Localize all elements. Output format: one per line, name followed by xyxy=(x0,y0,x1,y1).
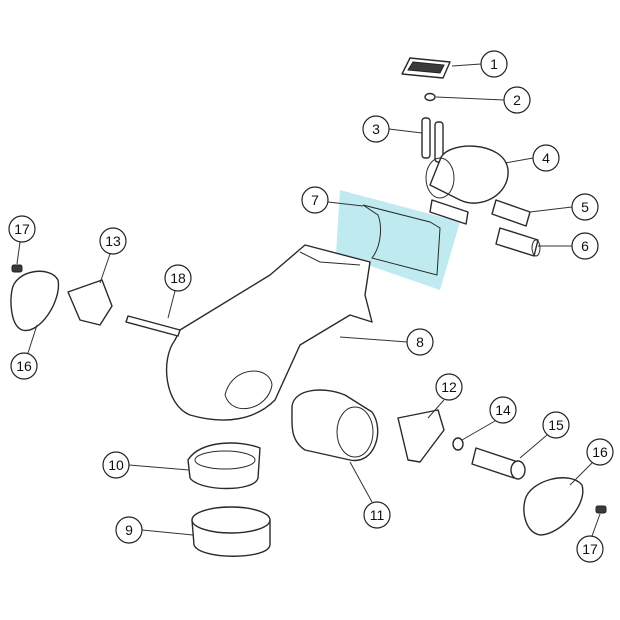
callout-4: 4 xyxy=(532,144,560,172)
callout-6: 6 xyxy=(571,232,599,260)
svg-text:6: 6 xyxy=(581,238,589,254)
part-15-axle[interactable] xyxy=(471,447,526,480)
callout-10: 10 xyxy=(102,451,130,479)
svg-text:16: 16 xyxy=(592,444,608,460)
callout-16-left: 16 xyxy=(10,352,38,380)
part-2-nut[interactable] xyxy=(424,92,436,102)
svg-text:16: 16 xyxy=(16,358,32,374)
svg-text:18: 18 xyxy=(170,270,186,286)
svg-text:15: 15 xyxy=(548,417,564,433)
part-4-clamp[interactable] xyxy=(425,145,509,204)
svg-text:4: 4 xyxy=(542,150,550,166)
callout-12: 12 xyxy=(435,373,463,401)
part-9-spacer-ring[interactable] xyxy=(191,506,271,557)
part-14-o-ring[interactable] xyxy=(452,437,464,451)
svg-text:17: 17 xyxy=(14,221,30,237)
callout-1: 1 xyxy=(480,50,508,78)
part-17-screw-right[interactable] xyxy=(595,505,607,514)
callout-3: 3 xyxy=(362,115,390,143)
callout-11: 11 xyxy=(363,501,391,529)
part-7-shim[interactable] xyxy=(362,204,441,276)
part-7-highlight[interactable] xyxy=(336,190,460,290)
svg-text:5: 5 xyxy=(581,199,589,215)
part-11-steerer-clamp[interactable] xyxy=(291,389,379,462)
leader-lines xyxy=(16,63,601,537)
callout-13: 13 xyxy=(99,227,127,255)
callout-5: 5 xyxy=(571,193,599,221)
svg-text:14: 14 xyxy=(495,402,511,418)
svg-text:10: 10 xyxy=(108,457,124,473)
part-10-top-cap[interactable] xyxy=(187,442,261,490)
callout-2: 2 xyxy=(503,86,531,114)
callout-8: 8 xyxy=(406,328,434,356)
part-13-wedge[interactable] xyxy=(67,279,113,326)
part-8-stem-body[interactable] xyxy=(165,244,373,421)
svg-text:11: 11 xyxy=(370,507,385,523)
part-5-barrel[interactable] xyxy=(429,199,531,227)
callout-15: 15 xyxy=(542,411,570,439)
svg-text:9: 9 xyxy=(125,522,133,538)
svg-text:1: 1 xyxy=(490,56,498,72)
svg-text:3: 3 xyxy=(372,121,380,137)
svg-text:17: 17 xyxy=(582,541,598,557)
callout-14: 14 xyxy=(489,396,517,424)
callout-18: 18 xyxy=(164,264,192,292)
part-16-cover-right[interactable] xyxy=(523,477,584,536)
callout-17-left: 17 xyxy=(8,215,36,243)
svg-text:13: 13 xyxy=(105,233,121,249)
callout-16-right: 16 xyxy=(586,438,614,466)
svg-text:8: 8 xyxy=(416,334,424,350)
callout-7: 7 xyxy=(301,186,329,214)
part-18-pin[interactable] xyxy=(125,315,181,337)
part-6-barrel[interactable] xyxy=(495,227,541,257)
svg-text:2: 2 xyxy=(513,92,521,108)
svg-text:12: 12 xyxy=(441,379,457,395)
callout-9: 9 xyxy=(115,516,143,544)
part-16-cover-left[interactable] xyxy=(10,270,60,331)
part-1-plate[interactable] xyxy=(401,57,451,79)
part-3-bolts[interactable] xyxy=(421,117,444,163)
callout-17-right: 17 xyxy=(576,535,604,563)
part-12-wedge[interactable] xyxy=(397,409,445,463)
part-17-screw-left[interactable] xyxy=(11,264,23,273)
svg-text:7: 7 xyxy=(311,192,319,208)
